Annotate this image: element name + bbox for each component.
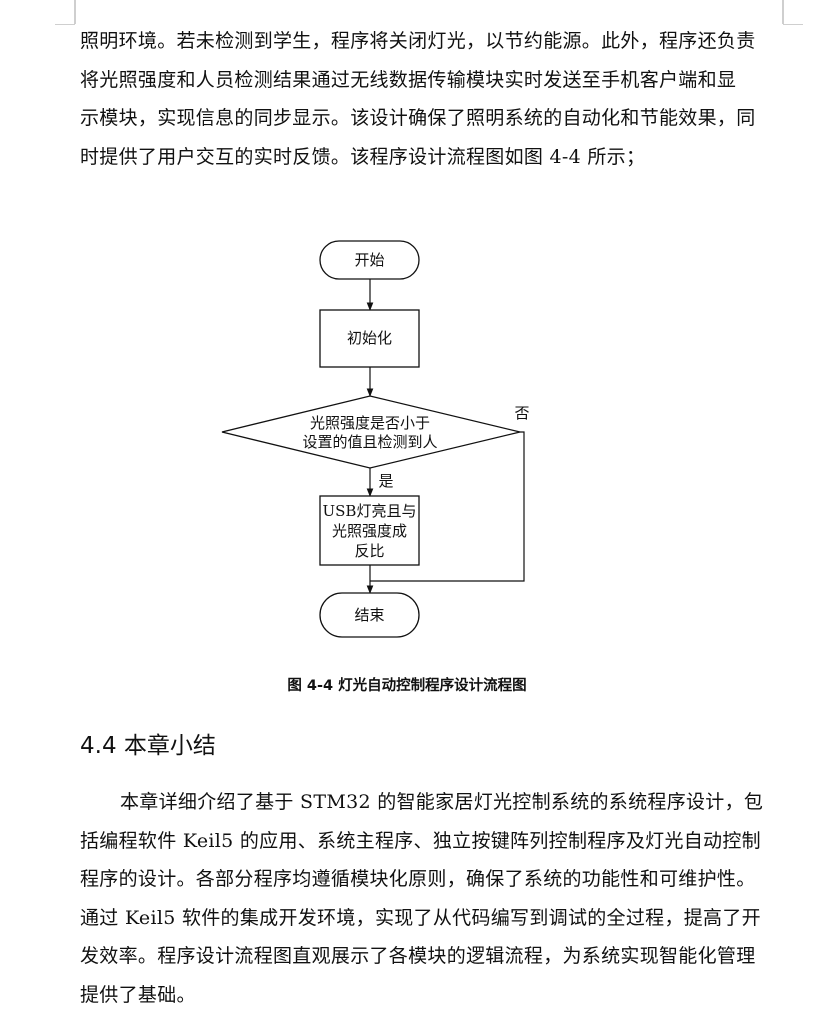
body-paragraph-2: 本章详细介绍了基于 STM32 的智能家居灯光控制系统的系统程序设计，包 括编程… — [80, 783, 774, 1014]
page-corner-mark-right — [782, 0, 784, 24]
paragraph-line: 照明环境。若未检测到学生，程序将关闭灯光，以节约能源。此外，程序还负责 — [80, 30, 756, 52]
action-label-line-1: USB灯亮且与 — [323, 502, 417, 520]
action-process-box — [319, 495, 420, 566]
paragraph-line: 本章详细介绍了基于 STM32 的智能家居灯光控制系统的系统程序设计，包 — [120, 791, 764, 813]
action-label-line-2: 光照强度成 — [332, 522, 407, 540]
paragraph-line: 提供了基础。 — [80, 983, 196, 1006]
figure-caption: 图 4-4 灯光自动控制程序设计流程图 — [287, 678, 527, 694]
paragraph-line: 发效率。程序设计流程图直观展示了各模块的逻辑流程，为系统实现智能化管理 — [80, 945, 756, 967]
paragraph-line: 通过 Keil5 软件的集成开发环境，实现了从代码编写到调试的全过程，提高了开 — [80, 906, 761, 929]
decision-diamond — [221, 395, 521, 469]
paragraph-line: 程序的设计。各部分程序均遵循模块化原则，确保了系统的功能性和可维护性。 — [80, 868, 756, 890]
decision-label-line-2: 设置的值且检测到人 — [302, 433, 437, 451]
yes-label: 是 — [378, 472, 393, 490]
init-process-box — [319, 309, 420, 368]
end-label: 结束 — [354, 606, 384, 624]
page-corner-mark-left-h — [55, 24, 75, 25]
no-label: 否 — [514, 404, 529, 422]
decision-label-line-1: 光照强度是否小于 — [310, 414, 430, 432]
end-terminator — [319, 592, 420, 638]
section-heading: 4.4 本章小结 — [80, 733, 216, 759]
page-corner-mark-left — [74, 0, 76, 24]
init-label: 初始化 — [347, 329, 392, 347]
action-label-line-3: 反比 — [354, 542, 384, 560]
paragraph-line: 将光照强度和人员检测结果通过无线数据传输模块实时发送至手机客户端和显 — [80, 68, 737, 91]
paragraph-line: 时提供了用户交互的实时反馈。该程序设计流程图如图 4-4 所示； — [80, 145, 646, 168]
paragraph-line: 示模块，实现信息的同步显示。该设计确保了照明系统的自动化和节能效果，同 — [80, 107, 756, 129]
no-branch-connector — [370, 431, 525, 582]
start-label: 开始 — [354, 251, 384, 269]
page-corner-mark-right-h — [783, 24, 803, 25]
paragraph-line: 括编程软件 Keil5 的应用、系统主程序、独立按键阵列控制程序及灯光自动控制 — [80, 829, 761, 852]
body-paragraph-1: 照明环境。若未检测到学生，程序将关闭灯光，以节约能源。此外，程序还负责 将光照强… — [80, 22, 774, 176]
flowchart-diagram: 开始 初始化 光照强度是否小于 设置的值且检测到人 否 是 USB灯亮且与 光照… — [221, 240, 530, 638]
